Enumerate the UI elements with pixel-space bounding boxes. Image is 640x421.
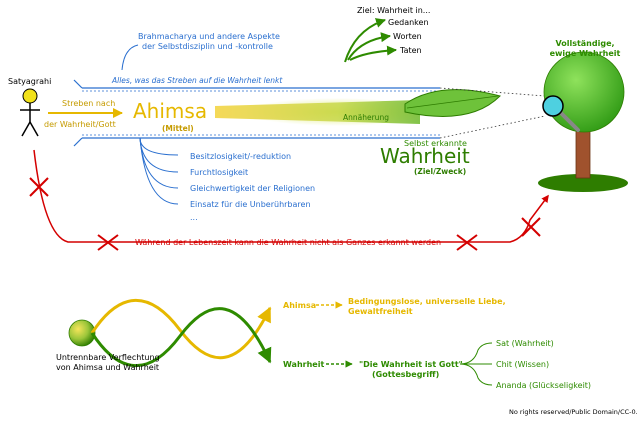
branch-item-3: Gleichwertigkeit der Religionen xyxy=(190,184,315,193)
aspect-sat: Sat (Wahrheit) xyxy=(496,339,554,348)
truth-desc-line1: "Die Wahrheit ist Gott" xyxy=(359,360,463,369)
magnifier-icon xyxy=(542,95,580,132)
satyagrahi-label: Satyagrahi xyxy=(8,77,51,86)
intertwine-caption-line1: Untrennbare Verflechtung xyxy=(56,353,160,362)
striving-label-line1: Streben nach xyxy=(62,99,115,108)
branch-connectors xyxy=(139,137,179,205)
footer-license: No rights reserved/Public Domain/CC-0. xyxy=(509,408,638,416)
channel-heading-line1: Brahmacharya und andere Aspekte xyxy=(138,32,280,41)
lens-dotted-lines xyxy=(439,87,546,139)
branch-item-4: Einsatz für die Unberührbaren xyxy=(190,200,311,209)
aspect-connectors xyxy=(459,342,493,386)
goal-header: Ziel: Wahrheit in... xyxy=(357,6,430,15)
goal-item-thoughts: Gedanken xyxy=(388,18,429,27)
lifetime-cross-marks xyxy=(29,177,541,251)
truth-strand xyxy=(90,307,272,368)
intertwine-caption-line2: von Ahimsa und Wahrheit xyxy=(56,363,159,372)
ahimsa-desc-line2: Gewaltfreiheit xyxy=(348,307,413,316)
ahimsa-title: Ahimsa xyxy=(133,99,207,123)
branch-item-1: Besitzlosigkeit/-reduktion xyxy=(190,152,291,161)
striving-label-line2: der Wahrheit/Gott xyxy=(44,120,116,129)
truth-title: Wahrheit xyxy=(380,144,470,168)
ahimsa-strand xyxy=(90,298,272,360)
channel-top-note: Alles, was das Streben auf die Wahrheit … xyxy=(111,76,283,85)
intertwine-origin-icon xyxy=(68,319,96,347)
ahimsa-subtitle: (Mittel) xyxy=(162,124,194,133)
tree-label-line1: Vollständige, xyxy=(555,39,614,48)
truth-desc-line2: (Gottesbegriff) xyxy=(372,370,439,379)
goal-item-words: Worten xyxy=(393,32,422,41)
approach-beam xyxy=(215,100,420,124)
satyagrahi-figure xyxy=(20,88,40,137)
tree-icon xyxy=(538,51,628,192)
lifetime-note: Während der Lebenszeit kann die Wahrheit… xyxy=(135,238,441,247)
branch-item-2: Furchtlosigkeit xyxy=(190,168,248,177)
truth-pre: Selbst erkannte xyxy=(404,139,467,148)
lifetime-path xyxy=(33,149,549,243)
branch-item-more: ... xyxy=(190,213,198,222)
leaf-icon xyxy=(404,89,501,117)
goal-item-deeds: Taten xyxy=(399,46,422,55)
channel-heading-line2: der Selbstdisziplin und -kontrolle xyxy=(142,42,273,51)
channel-heading-pointer xyxy=(121,44,139,71)
goal-sprout-icon xyxy=(344,18,397,63)
channel-walls xyxy=(73,79,440,147)
intertwine-ahimsa-label: Ahimsa xyxy=(283,301,316,310)
intertwine-truth-label: Wahrheit xyxy=(283,360,324,369)
tree-label-line2: ewige Wahrheit xyxy=(550,49,621,58)
aspect-ananda: Ananda (Glückseligkeit) xyxy=(496,381,591,390)
approach-label: Annäherung xyxy=(343,113,389,122)
ahimsa-desc-line1: Bedingungslose, universelle Liebe, xyxy=(348,297,506,306)
aspect-chit: Chit (Wissen) xyxy=(496,360,549,369)
truth-subtitle: (Ziel/Zweck) xyxy=(414,167,466,176)
